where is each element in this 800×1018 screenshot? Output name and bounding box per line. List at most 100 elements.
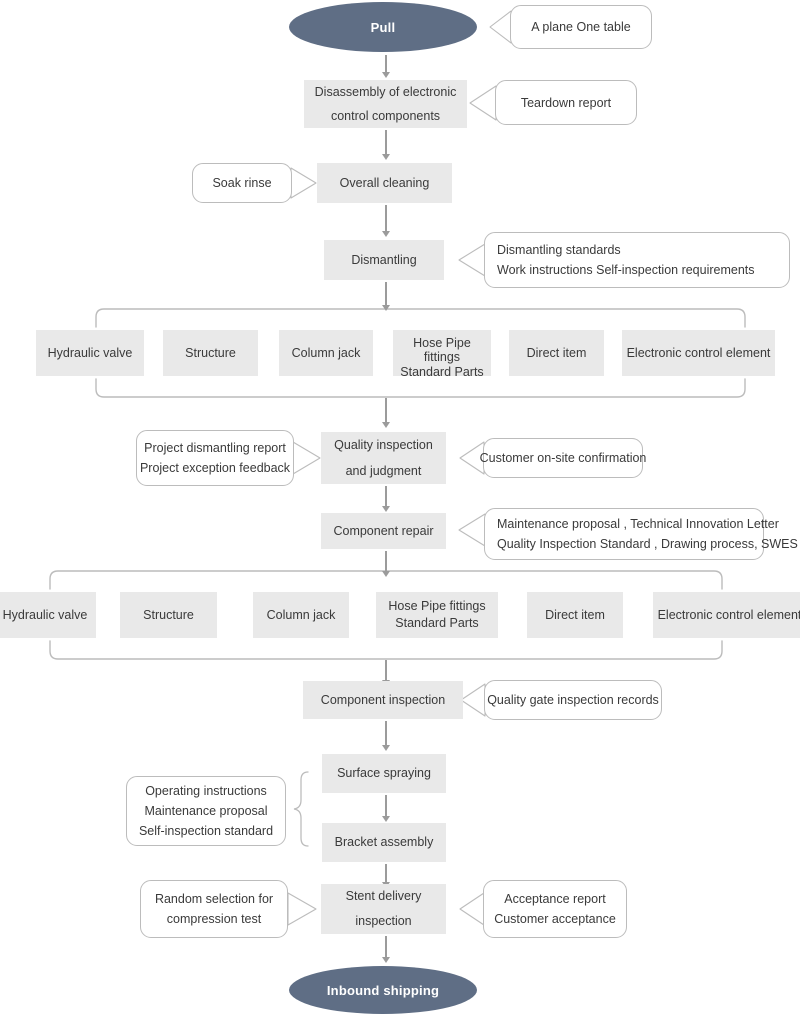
arrow-head — [382, 571, 390, 577]
row2-item-column-jack[interactable]: Column jack — [253, 592, 349, 638]
note-line: Random selection for — [154, 892, 274, 906]
node-component-repair[interactable]: Component repair — [321, 513, 446, 549]
node-stent-delivery-inspection[interactable]: Stent delivery inspection — [321, 884, 446, 934]
tail-acceptance — [459, 892, 485, 926]
note-acceptance[interactable]: Acceptance report Customer acceptance — [483, 880, 627, 938]
note-operating-instructions[interactable]: Operating instructions Maintenance propo… — [126, 776, 286, 846]
node-bracket-assembly[interactable]: Bracket assembly — [322, 823, 446, 862]
node-end[interactable]: Inbound shipping — [289, 966, 477, 1014]
note-line: Project exception feedback — [139, 461, 291, 475]
tail-dismantling-standards — [458, 243, 486, 277]
arrow-stem — [385, 130, 387, 154]
note-quality-gate[interactable]: Quality gate inspection records — [484, 680, 662, 720]
row2-item-structure[interactable]: Structure — [120, 592, 217, 638]
row1-item-hose-pipe-fittings[interactable]: Hose Pipe fittings Standard Parts — [393, 330, 491, 379]
row2-item-label: Direct item — [545, 607, 605, 622]
node-bracket-assembly-label: Bracket assembly — [334, 835, 434, 850]
node-start-label: Pull — [370, 19, 396, 35]
note-line: Maintenance proposal , Technical Innovat… — [497, 517, 779, 531]
row1-item-label: Hydraulic valve — [47, 345, 133, 360]
note-customer-onsite[interactable]: Customer on-site confirmation — [480, 438, 646, 478]
note-line: Work instructions Self-inspection requir… — [497, 263, 755, 277]
node-disassembly-line2: control components — [330, 108, 441, 123]
bracket-row2-bottom — [49, 640, 723, 660]
arrow-head — [382, 422, 390, 428]
arrow-spraying-to-bracket — [381, 795, 391, 822]
row1-item-line1: Hose Pipe fittings — [413, 336, 471, 365]
note-teardown-report[interactable]: Teardown report — [495, 80, 637, 125]
arrow-stem — [385, 936, 387, 957]
row1-item-direct-item[interactable]: Direct item — [509, 330, 604, 376]
arrow-stem — [385, 660, 387, 680]
note-project-reports[interactable]: Project dismantling report Project excep… — [136, 430, 294, 486]
row1-item-hydraulic-valve[interactable]: Hydraulic valve — [36, 330, 144, 376]
row2-item-direct-item[interactable]: Direct item — [527, 592, 623, 638]
note-line: Teardown report — [520, 95, 612, 110]
note-repair-docs[interactable]: Maintenance proposal , Technical Innovat… — [484, 508, 798, 560]
row1-item-structure[interactable]: Structure — [163, 330, 258, 376]
node-component-inspection[interactable]: Component inspection — [303, 681, 463, 719]
node-dismantling[interactable]: Dismantling — [324, 240, 444, 280]
node-end-label: Inbound shipping — [326, 982, 440, 998]
arrow-disassembly-to-cleaning — [381, 130, 391, 160]
arrow-head — [382, 72, 390, 78]
node-quality-inspection-line2: and judgment — [345, 463, 422, 478]
note-line: Maintenance proposal — [144, 804, 268, 818]
arrow-repair-to-row2 — [381, 551, 391, 577]
node-stent-line1: Stent delivery — [345, 889, 422, 904]
tail-project-reports — [292, 441, 321, 475]
arrow-stem — [385, 795, 387, 816]
arrow-stem — [385, 864, 387, 882]
arrow-stem — [385, 205, 387, 231]
arrow-stem — [385, 551, 387, 571]
node-dismantling-label: Dismantling — [351, 252, 417, 267]
node-start[interactable]: Pull — [289, 2, 477, 52]
tail-teardown-report — [469, 85, 497, 121]
tail-plane-one-table — [489, 10, 512, 44]
note-line: compression test — [166, 912, 262, 926]
row1-item-electronic-control-element[interactable]: Electronic control element — [622, 330, 775, 376]
tail-quality-gate — [460, 683, 486, 717]
node-overall-cleaning[interactable]: Overall cleaning — [317, 163, 452, 203]
note-line: Quality gate inspection records — [487, 693, 659, 707]
note-line: A plane One table — [531, 20, 631, 34]
arrow-head — [382, 816, 390, 822]
arrow-dismantling-to-row1 — [381, 282, 391, 311]
note-line: Customer acceptance — [494, 912, 616, 926]
note-dismantling-standards[interactable]: Dismantling standards Work instructions … — [484, 232, 790, 288]
row2-item-hydraulic-valve[interactable]: Hydraulic valve — [0, 592, 96, 638]
row2-item-electronic-control-element[interactable]: Electronic control element — [653, 592, 800, 638]
node-surface-spraying[interactable]: Surface spraying — [322, 754, 446, 793]
note-plane-one-table[interactable]: A plane One table — [510, 5, 652, 49]
row2-item-line2: Standard Parts — [395, 616, 479, 631]
row1-item-column-jack[interactable]: Column jack — [279, 330, 373, 376]
arrow-stent-to-end — [381, 936, 391, 963]
arrow-quality-to-repair — [381, 486, 391, 512]
arrow-stem — [385, 486, 387, 506]
row1-item-label: Column jack — [291, 345, 361, 360]
note-line: Operating instructions — [145, 784, 267, 798]
row1-item-label: Direct item — [526, 345, 587, 360]
node-surface-spraying-label: Surface spraying — [337, 766, 431, 781]
row1-item-label: Electronic control element — [626, 345, 771, 360]
tail-soak-rinse — [290, 167, 317, 199]
node-quality-inspection[interactable]: Quality inspection and judgment — [321, 432, 446, 484]
node-component-repair-label: Component repair — [333, 523, 434, 538]
row2-item-label: Structure — [143, 607, 194, 622]
brace-spraying-assembly — [293, 771, 309, 847]
note-soak-rinse[interactable]: Soak rinse — [192, 163, 292, 203]
node-disassembly[interactable]: Disassembly of electronic control compon… — [304, 80, 467, 128]
bracket-row1-top — [95, 308, 746, 328]
arrow-start-to-disassembly — [381, 55, 391, 78]
note-random-selection[interactable]: Random selection for compression test — [140, 880, 288, 938]
row2-item-line1: Hose Pipe fittings — [388, 599, 486, 614]
arrow-head — [382, 154, 390, 160]
arrow-head — [382, 745, 390, 751]
note-line: Soak rinse — [212, 176, 272, 190]
row1-item-label: Structure — [185, 345, 236, 360]
note-line: Acceptance report — [504, 892, 606, 906]
row2-item-hose-pipe-fittings[interactable]: Hose Pipe fittings Standard Parts — [376, 592, 498, 638]
bracket-row1-bottom — [95, 378, 746, 398]
node-disassembly-line1: Disassembly of electronic — [314, 84, 457, 99]
